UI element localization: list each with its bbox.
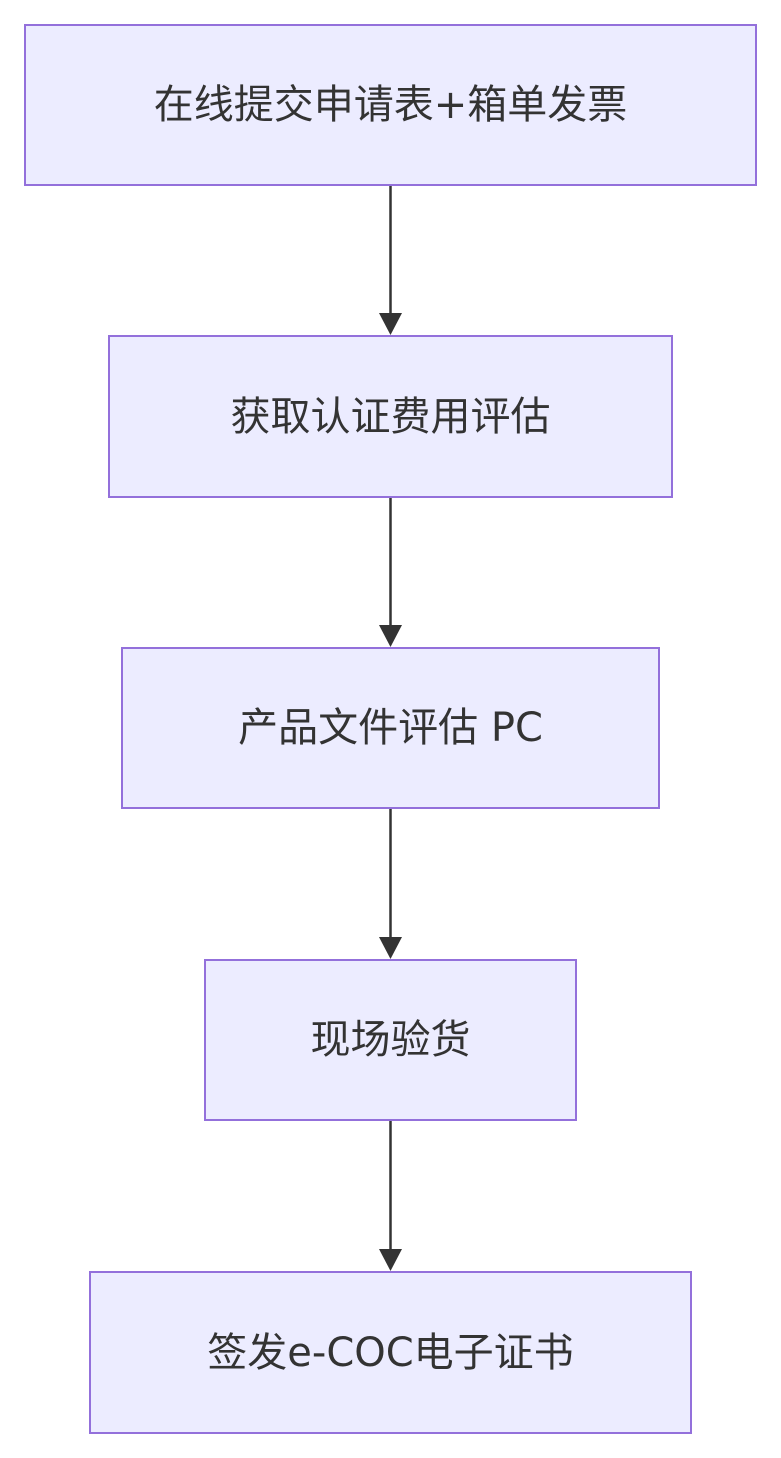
arrowhead-icon: [379, 937, 402, 959]
arrowhead-icon: [379, 313, 402, 335]
node-label: 获取认证费用评估: [230, 393, 551, 440]
node-label: 产品文件评估 PC: [238, 705, 543, 751]
arrowhead-icon: [379, 625, 402, 647]
node-issue-certificate: 签发e-COC电子证书: [89, 1271, 692, 1434]
node-onsite-inspection: 现场验货: [204, 959, 577, 1121]
node-label: 签发e-COC电子证书: [207, 1329, 574, 1376]
edge-n4-n5: [379, 1121, 402, 1271]
node-label: 在线提交申请表+箱单发票: [153, 82, 628, 128]
node-label: 现场验货: [310, 1017, 471, 1063]
arrowhead-icon: [379, 1249, 402, 1271]
node-cost-assessment: 获取认证费用评估: [108, 335, 673, 498]
edge-n3-n4: [379, 809, 402, 959]
node-submit-application: 在线提交申请表+箱单发票: [24, 24, 757, 186]
node-document-review: 产品文件评估 PC: [121, 647, 660, 809]
edge-n1-n2: [379, 186, 402, 335]
edge-n2-n3: [379, 498, 402, 647]
